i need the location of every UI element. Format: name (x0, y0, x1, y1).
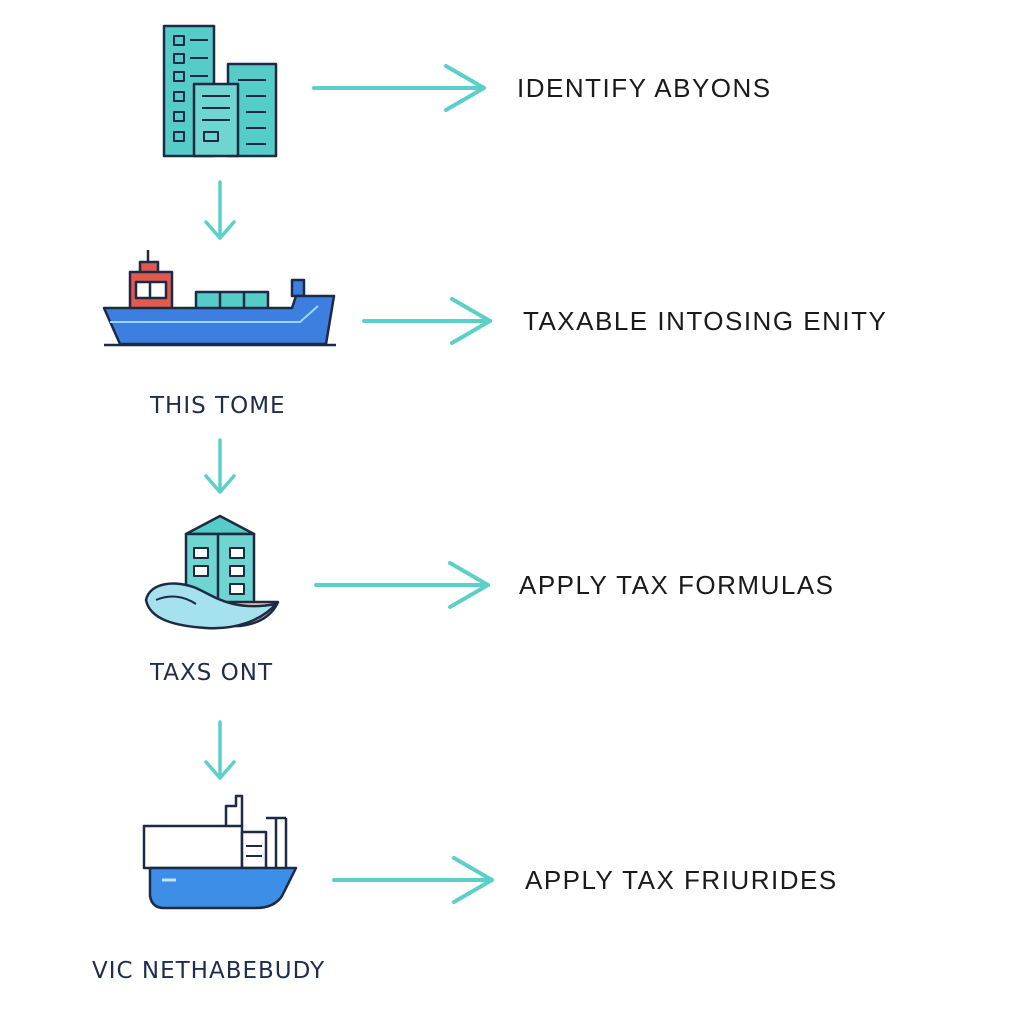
right-arrow-1 (312, 64, 486, 112)
cargo-ship-icon (102, 250, 336, 347)
right-arrow-3 (314, 561, 490, 609)
right-arrow-2 (362, 297, 492, 345)
right-arrow-4 (332, 856, 494, 904)
down-arrow-2 (204, 438, 236, 494)
step-3-caption: TAXS ONT (150, 660, 274, 686)
down-arrow-1 (204, 180, 236, 240)
step-1-label: IDENTIFY ABYONS (517, 73, 772, 103)
step-2-caption: THIS TOME (150, 393, 286, 419)
down-arrow-3 (204, 720, 236, 780)
office-building-icon (162, 24, 278, 158)
step-4-caption: VIC NETHABEBUDY (92, 958, 326, 984)
ship-hull-icon (142, 794, 298, 910)
building-on-wave-icon (144, 514, 280, 630)
step-3-label: APPLY TAX FORMULAS (519, 570, 835, 600)
step-2-label: TAXABLE INTOSING ENITY (523, 306, 888, 336)
step-4-label: APPLY TAX FRIURIDES (525, 865, 838, 895)
